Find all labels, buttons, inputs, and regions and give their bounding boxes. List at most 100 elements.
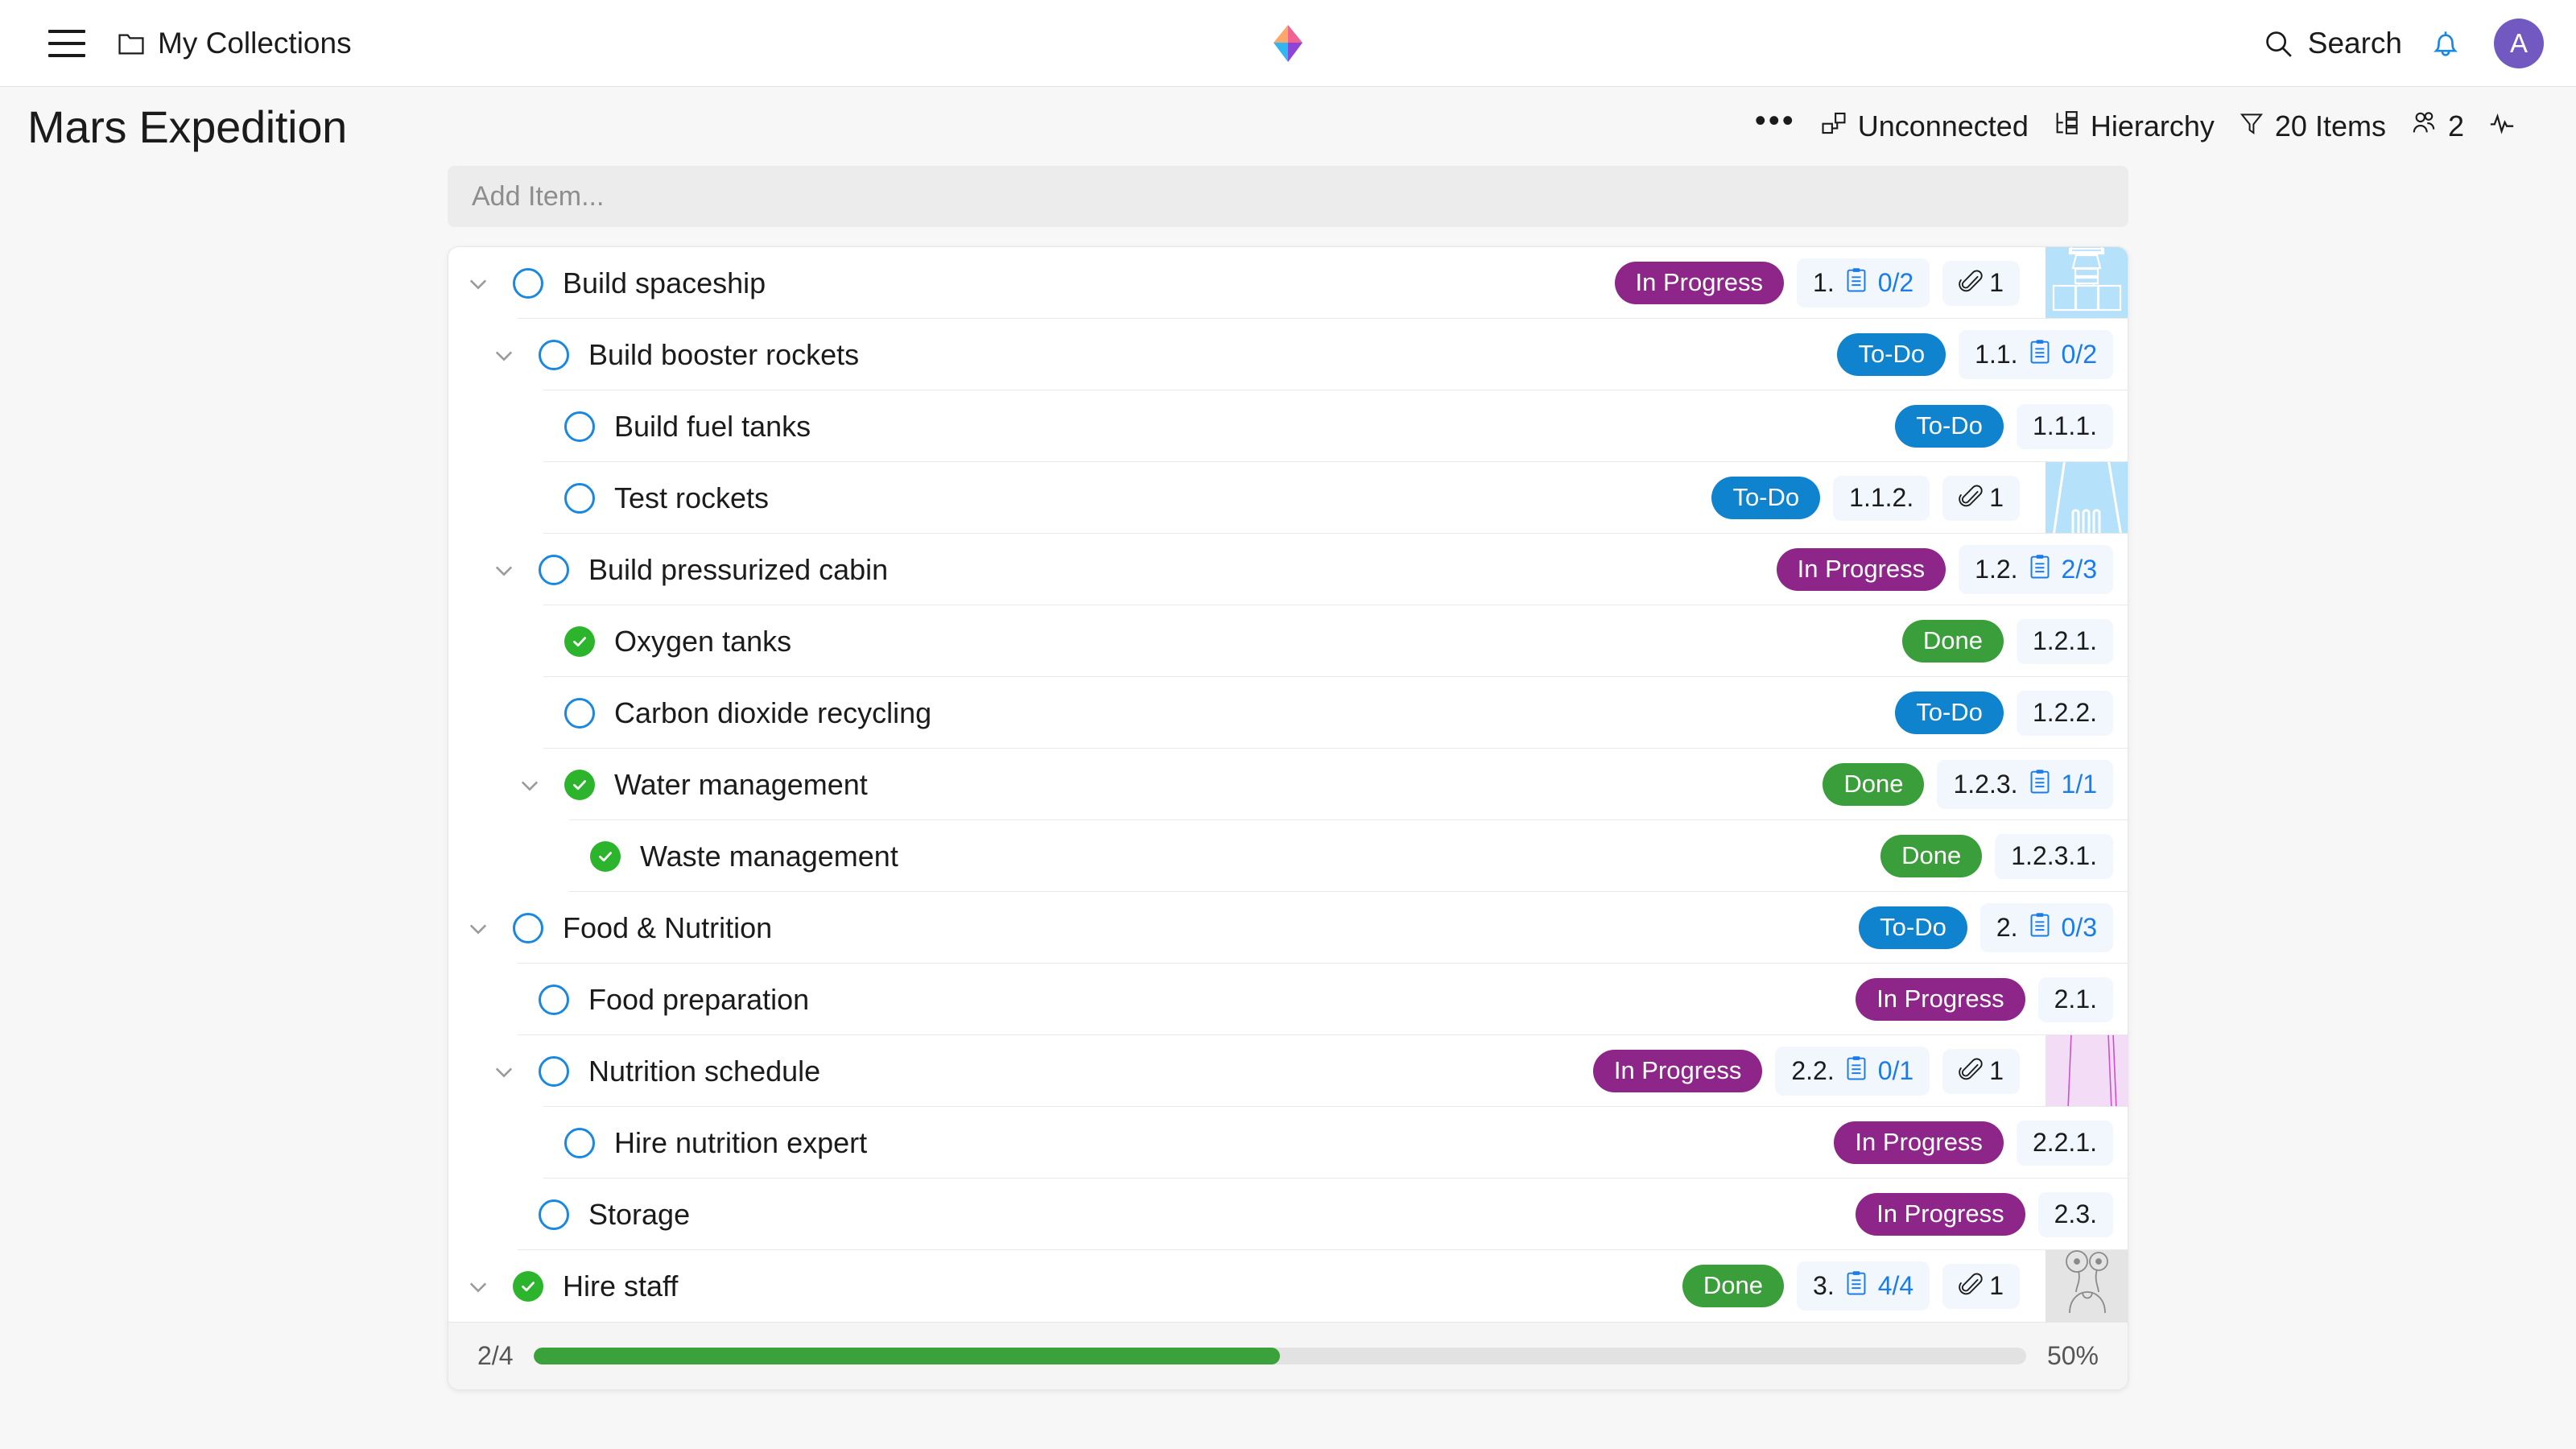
activity-button[interactable] [2488,109,2526,144]
item-number-badge[interactable]: 2.0/3 [1979,903,2113,952]
item-badges: Done 1.2.1. [1901,618,2128,664]
item-number-badge[interactable]: 2.3. [2037,1191,2113,1237]
item-number-badge[interactable]: 1.1.0/2 [1959,330,2113,379]
page-header: Mars Expedition ••• Unconnected H [0,87,2576,166]
checkbox-unchecked-icon[interactable] [539,339,569,370]
unconnected-label: Unconnected [1857,109,2029,142]
chevron-down-icon[interactable] [490,1058,518,1085]
search-button[interactable]: Search [2263,27,2402,60]
chevron-down-icon[interactable] [464,914,492,942]
status-badge[interactable]: In Progress [1834,1121,2004,1164]
item-number-badge[interactable]: 1.2.1. [2016,618,2113,664]
checkbox-unchecked-icon[interactable] [539,1199,569,1230]
table-row[interactable]: Build pressurized cabin In Progress 1.2.2/… [448,534,2128,605]
add-item-input[interactable]: Add Item... [448,166,2128,227]
status-badge[interactable]: Done [1823,763,1925,806]
filter-items-button[interactable]: 20 Items [2239,109,2386,144]
item-number-badge[interactable]: 2.1. [2037,976,2113,1022]
checkbox-checked-icon[interactable] [513,1270,543,1302]
row-divider [543,748,2128,749]
attachment-badge[interactable]: 1 [1942,260,2020,306]
item-number-badge[interactable]: 2.2.1. [2016,1120,2113,1166]
item-number-badge[interactable]: 1.1.2. [1833,475,1930,521]
checkbox-unchecked-icon[interactable] [564,411,595,442]
status-badge[interactable]: In Progress [1856,1193,2025,1236]
status-badge[interactable]: To-Do [1711,477,1821,519]
status-badge[interactable]: In Progress [1614,262,1785,304]
hamburger-menu-icon[interactable] [48,29,85,57]
breadcrumb[interactable]: My Collections [118,27,352,60]
status-badge[interactable]: In Progress [1776,548,1946,591]
item-number-badge[interactable]: 3.4/4 [1797,1261,1930,1311]
status-badge[interactable]: To-Do [1895,691,2004,734]
chevron-down-icon[interactable] [464,270,492,297]
checkbox-unchecked-icon[interactable] [539,1055,569,1087]
attachment-badge[interactable]: 1 [1942,1048,2020,1094]
checkbox-unchecked-icon[interactable] [564,1127,595,1158]
item-title: Build pressurized cabin [588,552,889,586]
item-badges: Done 1.2.3.1/1 [1823,760,2128,809]
table-row[interactable]: Build fuel tanks To-Do 1.1.1. [448,390,2128,462]
search-icon [2265,31,2292,57]
item-number-badge[interactable]: 1.2.2. [2016,690,2113,736]
item-badges: To-Do 1.1.0/2 [1837,330,2128,379]
item-number-badge[interactable]: 1.2.3.1. [1995,833,2113,879]
chevron-down-icon[interactable] [490,556,518,584]
status-badge[interactable]: Done [1880,835,1983,877]
chevron-down-icon[interactable] [516,771,543,799]
bell-icon[interactable] [2429,26,2462,61]
status-badge[interactable]: In Progress [1592,1050,1763,1092]
attachment-badge[interactable]: 1 [1942,475,2020,521]
checkbox-unchecked-icon[interactable] [513,267,543,299]
status-badge[interactable]: Done [1682,1265,1785,1307]
hierarchy-button[interactable]: Hierarchy [2053,109,2215,144]
attachment-badge[interactable]: 1 [1942,1263,2020,1309]
checkbox-unchecked-icon[interactable] [539,554,569,585]
chevron-down-icon[interactable] [464,1273,492,1300]
avatar[interactable]: A [2494,18,2544,68]
item-number-badge[interactable]: 1.0/2 [1797,258,1930,308]
checkbox-unchecked-icon[interactable] [513,912,543,943]
chevron-down-icon[interactable] [490,341,518,369]
item-number-badge[interactable]: 1.1.1. [2016,403,2113,449]
checkbox-checked-icon[interactable] [564,625,595,657]
item-title: Build fuel tanks [614,409,811,443]
item-thumbnail[interactable] [2046,462,2128,534]
item-number-badge[interactable]: 1.2.2/3 [1959,545,2113,594]
status-badge[interactable]: In Progress [1856,978,2025,1021]
members-button[interactable]: 2 [2410,109,2464,144]
more-options-button[interactable]: ••• [1754,103,1796,138]
item-thumbnail[interactable] [2046,247,2128,319]
item-number-badge[interactable]: 1.2.3.1/1 [1937,760,2113,809]
app-logo-diamond-icon [1267,23,1309,64]
checkbox-checked-icon[interactable] [564,769,595,800]
progress-bar[interactable] [534,1348,2026,1364]
status-badge[interactable]: To-Do [1859,906,1967,949]
item-thumbnail[interactable] [2046,1250,2128,1322]
unconnected-button[interactable]: Unconnected [1820,109,2029,144]
checkbox-unchecked-icon[interactable] [564,697,595,729]
item-number: 1.2.3.1. [2011,840,2097,870]
status-badge[interactable]: To-Do [1895,405,2004,448]
checkbox-checked-icon[interactable] [590,840,621,872]
checkbox-unchecked-icon[interactable] [564,482,595,514]
checkbox-unchecked-icon[interactable] [539,984,569,1015]
item-thumbnail[interactable] [2046,1035,2128,1107]
status-badge[interactable]: To-Do [1837,333,1946,376]
item-number-badge[interactable]: 2.2.0/1 [1775,1046,1930,1096]
row-divider [543,461,2128,462]
status-badge[interactable]: Done [1901,620,2004,663]
